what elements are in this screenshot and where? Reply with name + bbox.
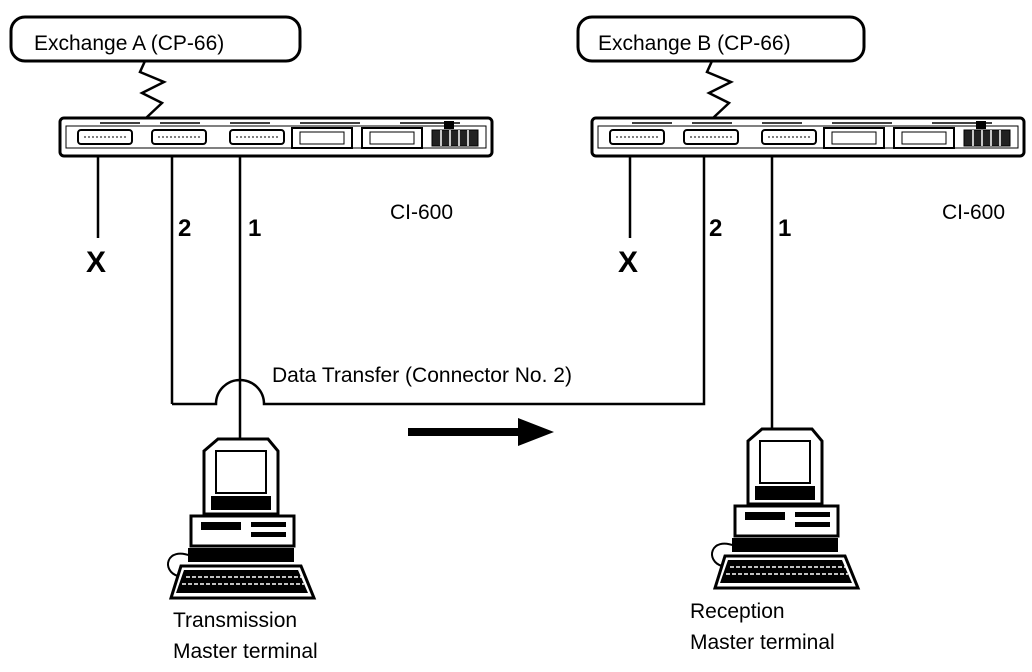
data-transfer-cable [172, 155, 706, 406]
connector-2-label-left: 2 [178, 215, 191, 242]
reception-terminal-icon [710, 427, 860, 590]
ci600-unit-right [590, 116, 1026, 158]
terminal-left-line2: Master terminal [173, 640, 318, 663]
connector-2-label-right: 2 [709, 215, 722, 242]
ci600-unit-left [58, 116, 494, 158]
exchange-b-label: Exchange B (CP-66) [598, 32, 791, 55]
exchange-a-label: Exchange A (CP-66) [34, 32, 224, 55]
exchange-a-box: Exchange A (CP-66) [9, 15, 302, 63]
connector-x-label-right: X [618, 246, 638, 279]
connector-x-label-left: X [86, 246, 106, 279]
transmission-terminal-icon [166, 437, 316, 600]
direction-arrow-icon [408, 418, 554, 446]
terminal-left-line1: Transmission [173, 609, 297, 632]
ci600-label-left: CI-600 [390, 201, 453, 224]
terminal-right-line2: Master terminal [690, 631, 835, 654]
exchange-b-link-icon [705, 60, 735, 119]
exchange-b-box: Exchange B (CP-66) [576, 15, 866, 63]
data-transfer-label: Data Transfer (Connector No. 2) [272, 364, 572, 387]
exchange-a-link-icon [138, 60, 168, 119]
connector-1-label-left: 1 [248, 215, 261, 242]
ci600-label-right: CI-600 [942, 201, 1005, 224]
terminal-right-line1: Reception [690, 600, 785, 623]
connector-1-label-right: 1 [778, 215, 791, 242]
